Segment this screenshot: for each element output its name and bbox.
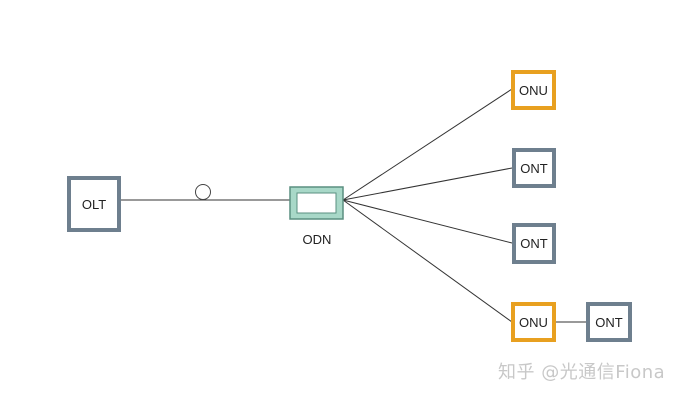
ont-box-1 xyxy=(512,148,556,188)
splitter-window xyxy=(296,192,337,214)
onu-label-2: ONU xyxy=(519,315,548,330)
ont-label-1: ONT xyxy=(520,161,548,176)
olt-box xyxy=(67,176,121,232)
ont-node-2[interactable]: ONT xyxy=(512,223,556,264)
onu-box-1 xyxy=(511,70,556,110)
ont-node-3[interactable]: ONT xyxy=(586,302,632,342)
ont-box-2 xyxy=(512,223,556,264)
watermark-text: 知乎 @光通信Fiona xyxy=(498,362,666,383)
branch-fiber-line-2 xyxy=(342,167,513,201)
ont-node-1[interactable]: ONT xyxy=(512,148,556,188)
ont-label-3: ONT xyxy=(595,315,623,330)
olt-node[interactable]: OLT xyxy=(67,176,121,232)
odn-splitter[interactable]: ODN xyxy=(289,186,344,247)
onu-box-2 xyxy=(511,302,556,342)
olt-label: OLT xyxy=(82,197,106,212)
branch-fiber-line-4 xyxy=(342,199,513,323)
ont-label-2: ONT xyxy=(520,236,548,251)
onu-node-1[interactable]: ONU xyxy=(511,70,556,110)
fiber-connector-icon xyxy=(195,184,211,200)
odn-label: ODN xyxy=(303,232,332,247)
branch-fiber-line-3 xyxy=(342,199,513,244)
onu-label-1: ONU xyxy=(519,83,548,98)
branch-fiber-line-1 xyxy=(342,88,513,201)
onu-node-2[interactable]: ONU xyxy=(511,302,556,342)
ont-box-3 xyxy=(586,302,632,342)
